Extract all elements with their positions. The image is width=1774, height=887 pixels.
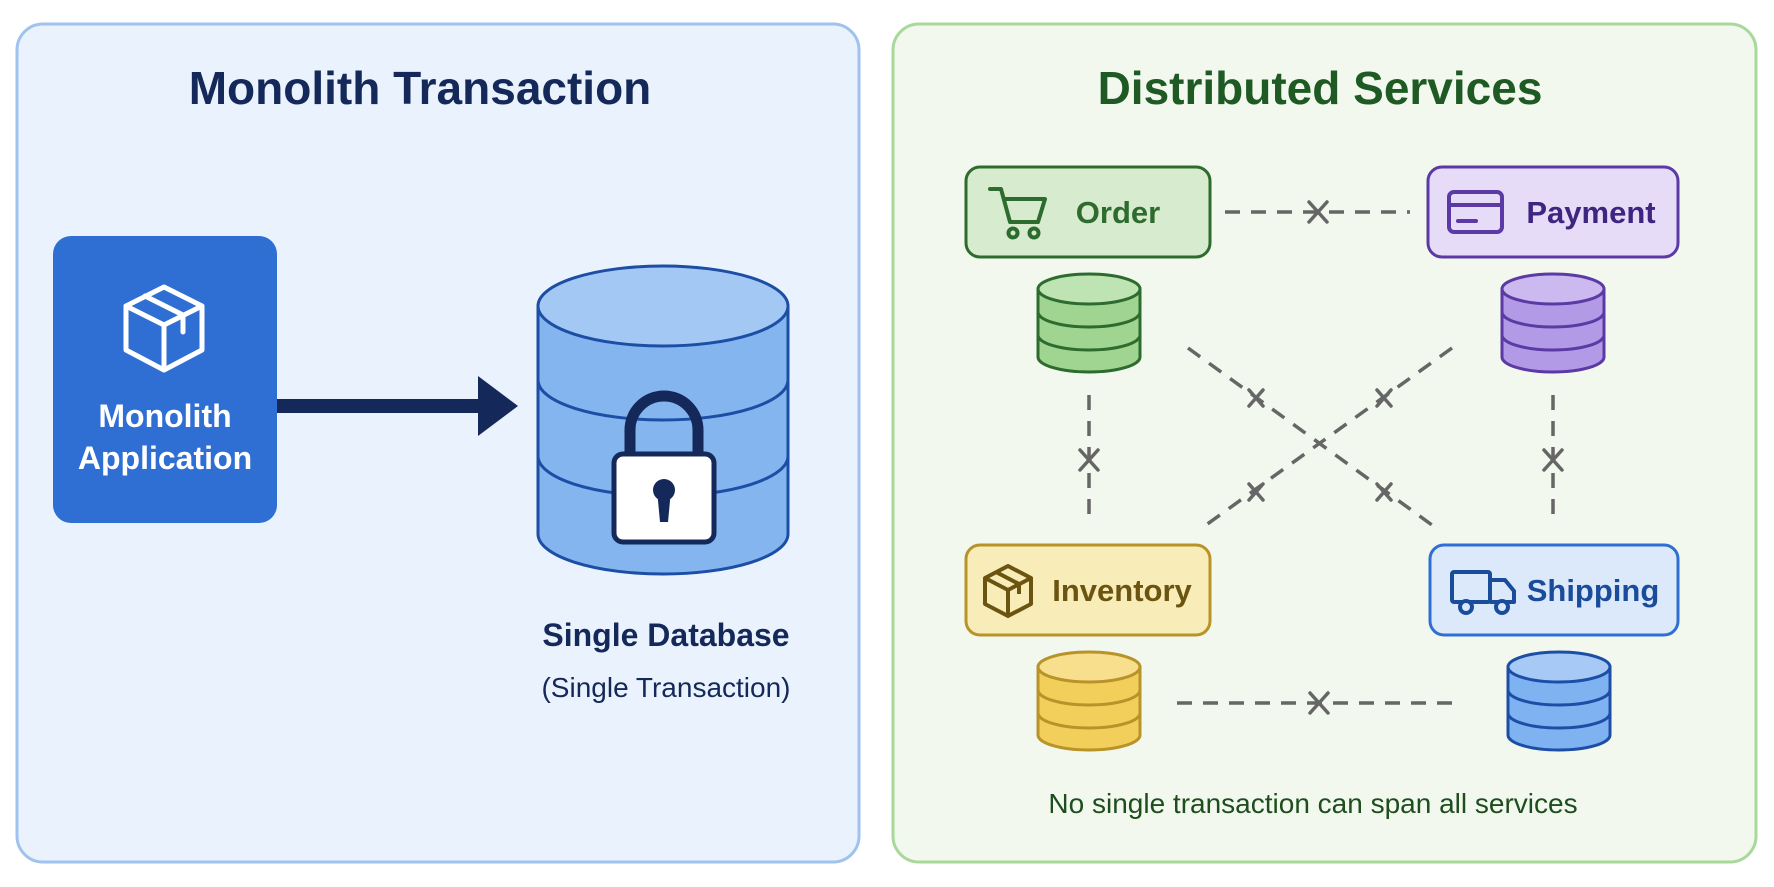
- payment-database-icon: [1500, 272, 1606, 374]
- monolith-panel-background: [15, 22, 861, 864]
- inventory-database-icon: [1036, 650, 1142, 752]
- inventory-service: Inventory: [964, 543, 1212, 637]
- order-database-icon: [1036, 272, 1142, 374]
- shopping-cart-icon: [988, 187, 1047, 240]
- x-mark-icon: [1247, 388, 1265, 408]
- x-mark-icon: [1375, 388, 1393, 408]
- distributed-panel-background: [891, 22, 1758, 864]
- payment-service-label: Payment: [1526, 195, 1655, 230]
- monolith-application-label-line2: Application: [78, 440, 252, 476]
- shipping-service-label: Shipping: [1527, 573, 1660, 608]
- single-transaction-subcaption: (Single Transaction): [541, 672, 790, 703]
- payment-service: Payment: [1426, 165, 1680, 259]
- distributed-panel: Distributed Services: [891, 22, 1758, 864]
- distributed-panel-title: Distributed Services: [1098, 62, 1543, 114]
- order-service: Order: [964, 165, 1212, 259]
- lock-icon: [611, 390, 717, 545]
- truck-icon: [1450, 570, 1516, 615]
- write-arrow: [277, 376, 518, 436]
- monolith-panel: Monolith Transaction Monolith Applicatio…: [15, 22, 861, 864]
- monolith-application-label-line1: Monolith: [98, 398, 231, 434]
- order-service-label: Order: [1076, 195, 1160, 230]
- x-mark-icons: [1078, 200, 1564, 715]
- package-box-icon: [123, 284, 205, 373]
- x-mark-icon: [1542, 448, 1564, 472]
- x-mark-icon: [1308, 691, 1330, 715]
- package-icon: [983, 564, 1033, 618]
- inventory-service-label: Inventory: [1052, 573, 1192, 608]
- x-mark-icon: [1078, 448, 1100, 472]
- x-mark-icon: [1247, 482, 1265, 502]
- credit-card-icon: [1447, 190, 1504, 234]
- single-database-caption: Single Database: [542, 617, 789, 653]
- monolith-application-box: Monolith Application: [53, 236, 277, 523]
- x-mark-icon: [1375, 482, 1393, 502]
- footer-note: No single transaction can span all servi…: [1048, 788, 1577, 819]
- x-mark-icon: [1307, 200, 1329, 224]
- shipping-service: Shipping: [1428, 543, 1680, 637]
- monolith-panel-title: Monolith Transaction: [189, 62, 652, 114]
- shipping-database-icon: [1506, 650, 1612, 752]
